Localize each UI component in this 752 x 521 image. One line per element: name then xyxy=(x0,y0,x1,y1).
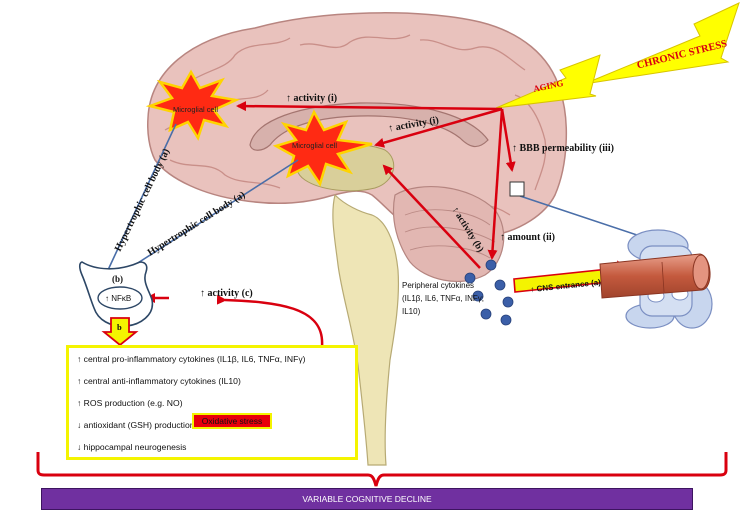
effect-antioxidant: ↓ antioxidant (GSH) production xyxy=(77,420,195,430)
peripheral-line-3: IL10) xyxy=(402,307,421,316)
blood-vessel-illustration xyxy=(599,229,713,329)
effect-neurogenesis: ↓ hippocampal neurogenesis xyxy=(77,442,187,452)
bbb-square-icon xyxy=(509,181,525,197)
nfkb-label: ↑ NFκB xyxy=(105,294,131,303)
microglial-cell-cortical-label: Microglial cell xyxy=(173,105,218,114)
cell-b-bottom-label: b xyxy=(117,322,122,332)
cognitive-decline-bar: VARIABLE COGNITIVE DECLINE xyxy=(41,488,693,510)
microglial-cell-cortical-icon xyxy=(145,69,241,141)
nucleus xyxy=(97,286,143,310)
hypertrophic-label-2: Hypertrophic cell body (a) xyxy=(146,189,248,258)
peripheral-line-1: Peripheral cytokines xyxy=(402,281,474,290)
bbb-permeability-label: ↑ BBB permeability (iii) xyxy=(512,143,614,154)
down-arrow-icon xyxy=(101,317,139,347)
effect-ros: ↑ ROS production (e.g. NO) xyxy=(77,398,183,408)
cell-b-top-label: (b) xyxy=(112,274,123,284)
oxidative-stress-box: Oxidative stress xyxy=(192,413,272,429)
aging-lightning-icon xyxy=(495,54,601,109)
activity-nfkb-label: ↑ activity (c) xyxy=(200,288,253,299)
microglial-cell-central-icon xyxy=(272,109,373,187)
peripheral-line-2: (IL1β, IL6, TNFα, INFγ; xyxy=(402,294,484,303)
chronic-stress-lightning-icon xyxy=(583,2,740,85)
cytokine-dots xyxy=(464,259,514,326)
effect-anti-inflammatory: ↑ central anti-inflammatory cytokines (I… xyxy=(77,376,241,386)
outcome-brace xyxy=(36,452,728,487)
activity-cortex-label: ↑ activity (i) xyxy=(286,93,337,104)
amount-label: ↑ amount (ii) xyxy=(500,232,555,243)
microglial-cell-central-label: Microglial cell xyxy=(292,141,337,150)
effect-pro-inflammatory: ↑ central pro-inflammatory cytokines (IL… xyxy=(77,354,306,364)
effects-box: ↑ central pro-inflammatory cytokines (IL… xyxy=(66,345,358,460)
blue-connector-lines xyxy=(107,123,641,271)
